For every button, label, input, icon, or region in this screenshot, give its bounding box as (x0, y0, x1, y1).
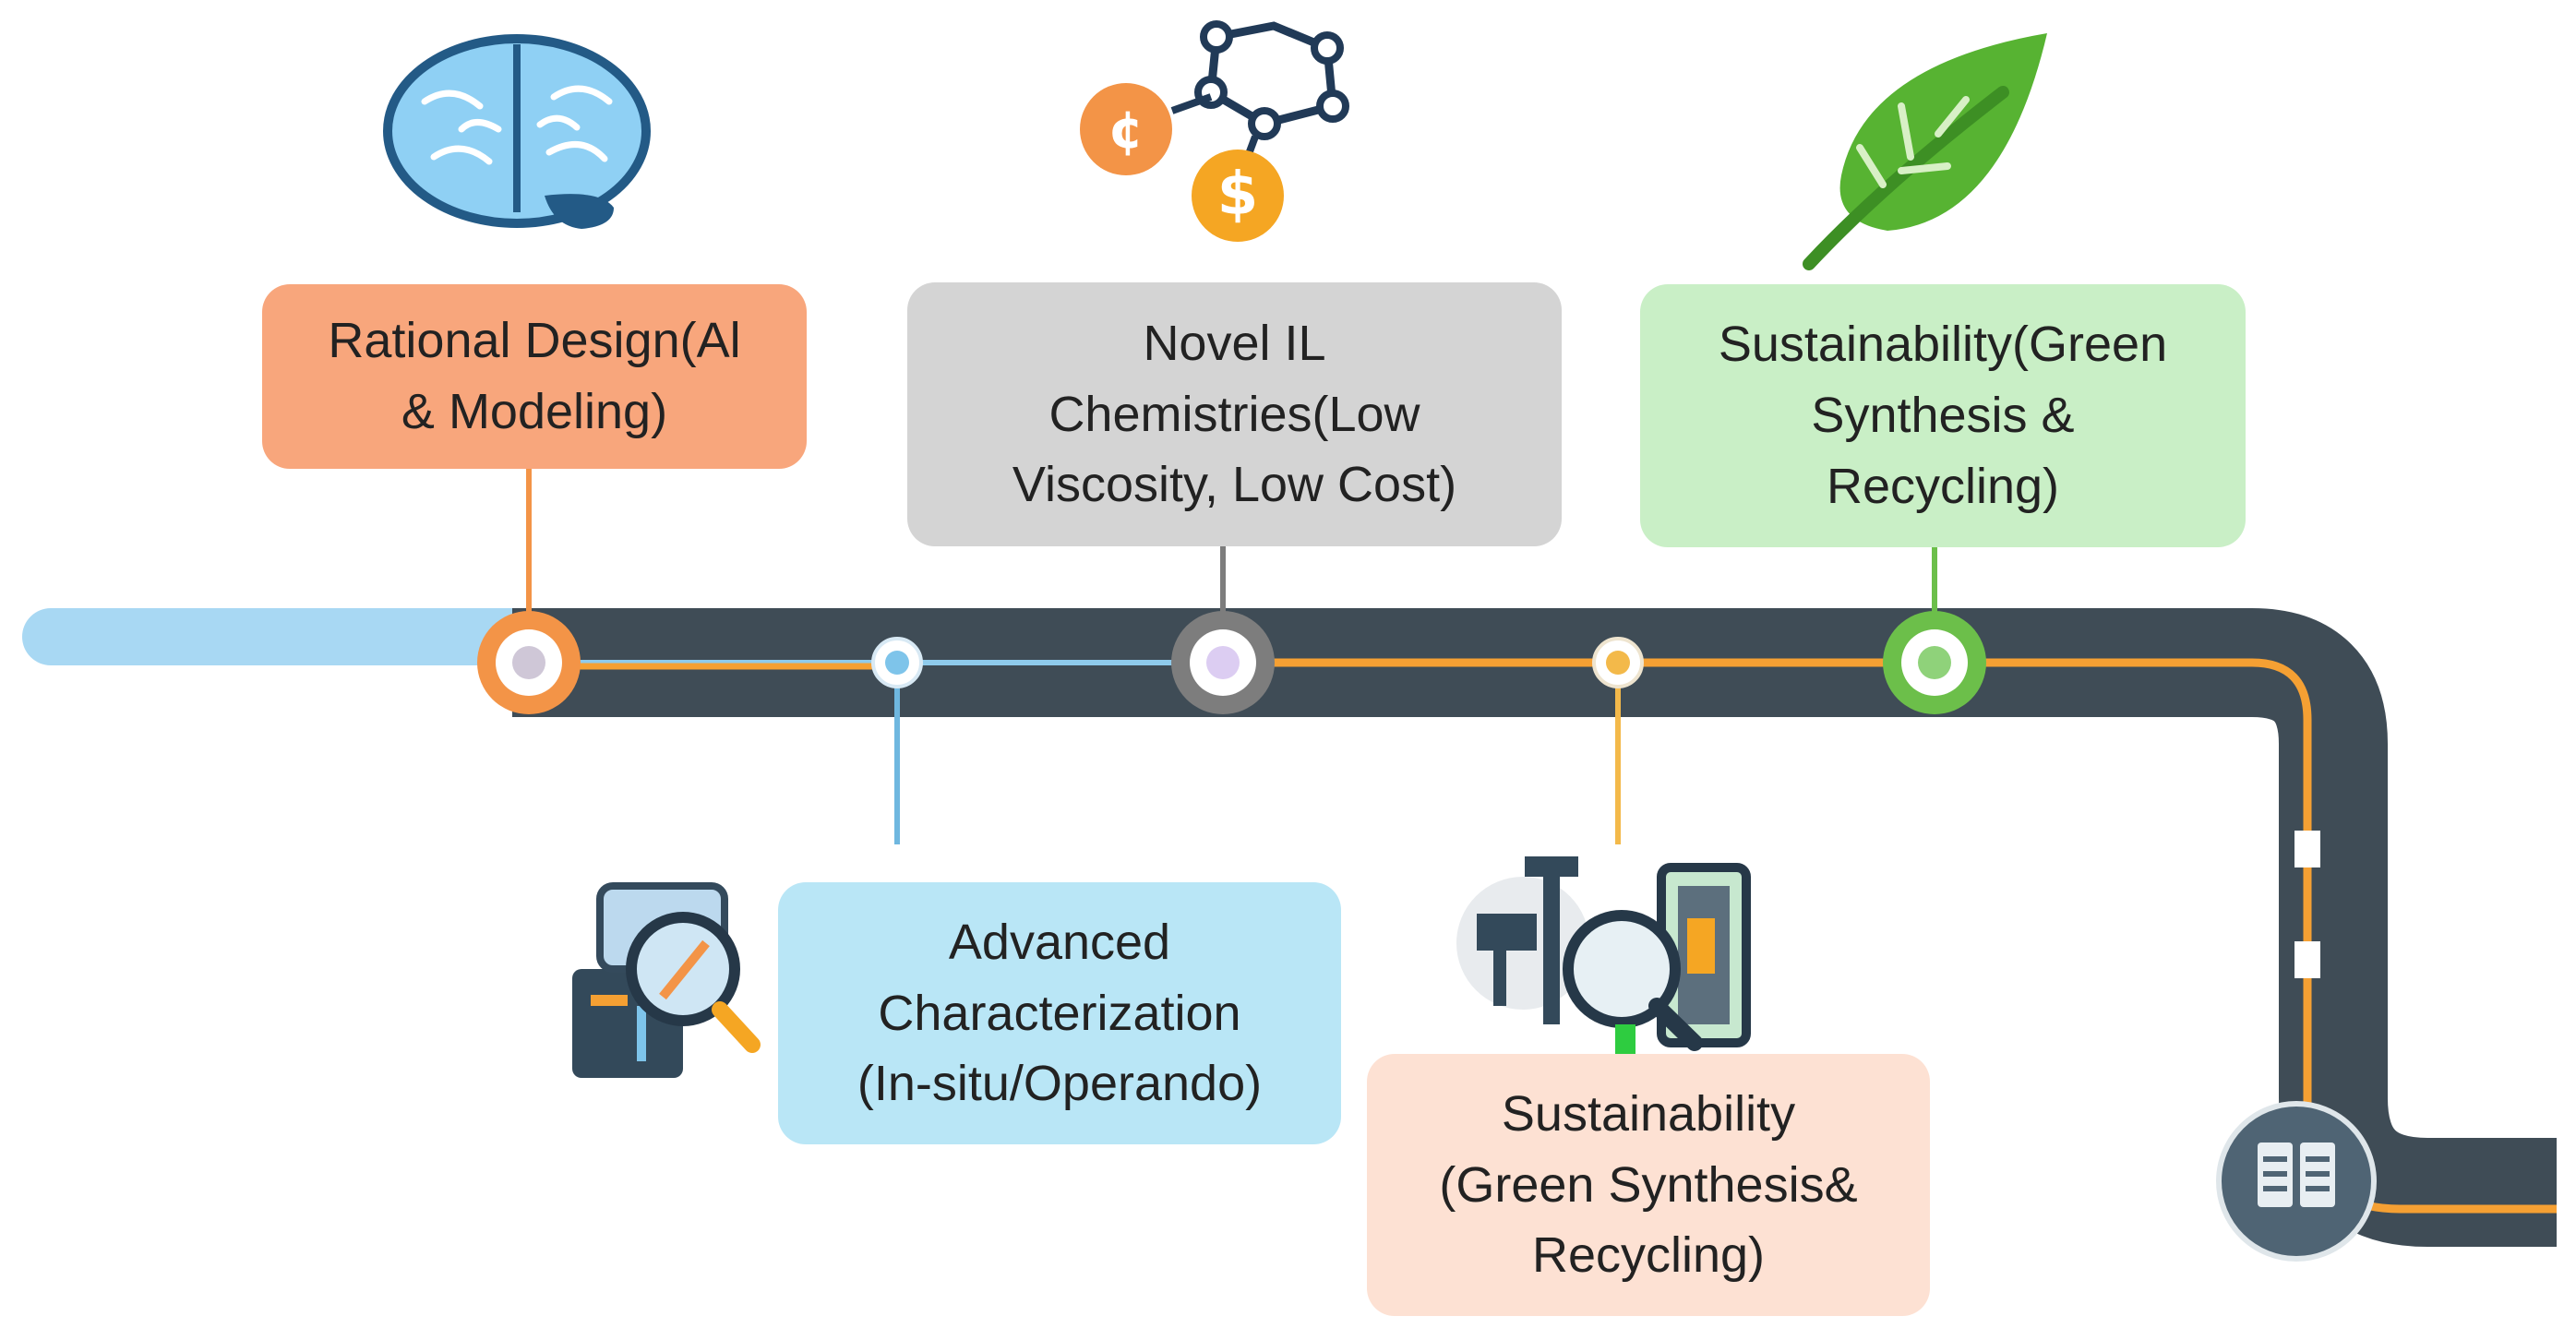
milestone-novel-il-chemistries: Novel IL Chemistries(Low Viscosity, Low … (907, 282, 1562, 546)
node-advanced-characterization (871, 637, 923, 688)
molecule-cost-icon: $ ¢ (1080, 20, 1349, 242)
svg-text:¢: ¢ (1108, 101, 1144, 161)
brain-icon (383, 34, 651, 229)
milestone-sustainability-top: Sustainability(Green Synthesis & Recycli… (1640, 284, 2246, 547)
milestone-advanced-characterization: Advanced Characterization (In-situ/Opera… (778, 882, 1341, 1144)
svg-text:$: $ (1217, 161, 1259, 229)
node-novel-il (1171, 611, 1275, 714)
node-sustainability-top (1883, 611, 1986, 714)
road-dashes (2294, 831, 2320, 978)
node-sustainability-bottom (1592, 637, 1644, 688)
document-icon (2216, 1101, 2377, 1262)
magnifier-icon (572, 882, 761, 1078)
road (512, 608, 2557, 1247)
node-rational-design (477, 611, 581, 714)
milestone-rational-design: Rational Design(Al & Modeling) (262, 284, 807, 469)
milestone-sustainability-bottom: Sustainability (Green Synthesis& Recycli… (1367, 1054, 1930, 1316)
leaf-icon (1803, 33, 2047, 270)
battery-recycling-icon (1456, 856, 1751, 1054)
